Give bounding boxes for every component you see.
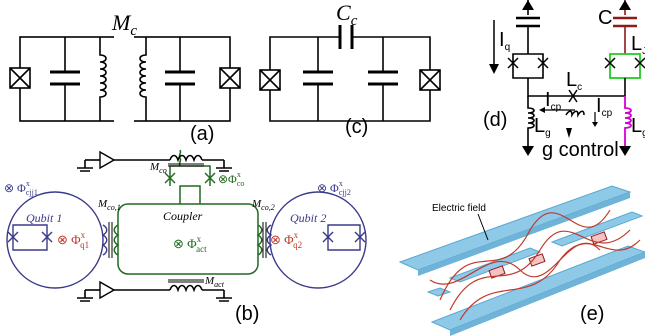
- panel-d-Lc: Lc: [566, 69, 582, 93]
- qubit2-loop: [269, 191, 367, 289]
- amplifier-bottom-icon: [99, 280, 116, 300]
- panel-b-circuit: [6, 149, 367, 302]
- panel-d-Lg-left: Lg: [534, 115, 551, 139]
- panel-b-mco2: Mco,2: [251, 198, 275, 212]
- field-line: [449, 229, 631, 311]
- panel-b-qubit2: Qubit 2: [290, 211, 326, 225]
- inductor-q1-icon: [101, 224, 108, 256]
- panel-b-label: (b): [235, 303, 259, 325]
- arrow-up-icon: [619, 0, 631, 10]
- panel-b-mco1: Mco,1: [97, 198, 121, 212]
- panel-a-coupling-label: Mc: [111, 10, 137, 39]
- panel-b-coupler: Coupler: [163, 209, 203, 223]
- panel-c-circuit: [259, 25, 441, 122]
- field-line: [459, 239, 641, 321]
- current-arrow-icon: [489, 64, 499, 74]
- panel-d-Iq: Iq: [499, 29, 510, 53]
- panel-c-label: (c): [345, 116, 368, 138]
- panel-c-coupling-label: Cc: [336, 0, 358, 29]
- inductor-right-icon: [139, 37, 147, 121]
- panel-d-Lj: LJ: [631, 33, 645, 57]
- panel-b-qubit1: Qubit 1: [26, 211, 62, 225]
- panel-d-g-control: g control: [542, 139, 619, 161]
- panel-d-C: C: [598, 7, 612, 29]
- arrow-up-icon: [522, 0, 534, 10]
- field-line: [439, 209, 611, 301]
- amplifier-top-icon: [99, 150, 116, 170]
- coupler-loop: [117, 203, 259, 275]
- panel-d-Icp-left: Icp: [545, 89, 562, 113]
- panel-e-device: [398, 185, 645, 336]
- qubit1-loop: [6, 191, 104, 289]
- panel-d-Lg-right: Lg: [631, 115, 645, 139]
- panel-a-circuit: [9, 35, 241, 123]
- magenta-inductor: [624, 96, 632, 148]
- inductor-q2-icon: [256, 224, 263, 256]
- panel-b-mact: Mact: [204, 275, 225, 289]
- panel-a-label: (a): [190, 123, 214, 145]
- panel-e-electric-field: Electric field: [432, 203, 486, 214]
- panel-b-mco: Mco: [149, 161, 167, 175]
- panel-d-label: (d): [483, 109, 507, 131]
- panel-d-circuit: [489, 0, 645, 156]
- panel-d-Icp-right: Icp: [596, 95, 613, 119]
- ground-arrow-icon: [522, 146, 534, 156]
- inductor-left-icon: [99, 37, 107, 121]
- ground-arrow-icon: [619, 146, 631, 156]
- panel-e-label: (e): [580, 303, 604, 325]
